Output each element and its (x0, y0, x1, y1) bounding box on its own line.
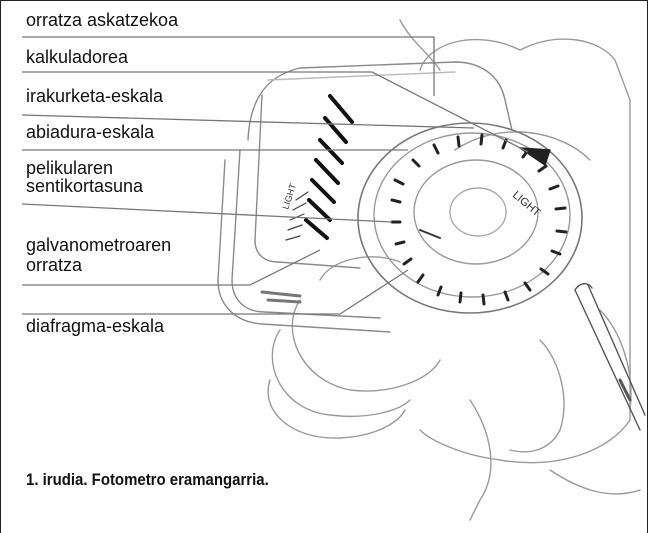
label-calculator: kalkuladorea (26, 48, 128, 66)
label-needle-release: orratza askatzekoa (26, 11, 178, 29)
calculator-dial (358, 123, 582, 313)
hand-drawing (268, 20, 640, 520)
label-aperture-scale: diafragma-eskala (26, 317, 164, 335)
leader-film-sensitivity (22, 204, 392, 222)
label-galvanometer-needle-line1: galvanometroaren (26, 236, 171, 254)
label-speed-scale: abiadura-eskala (26, 123, 154, 141)
reading-scale-ticks (306, 96, 352, 238)
meter-body (218, 62, 512, 332)
meter-scale-light-text: LIGHT (280, 182, 298, 211)
label-film-sensitivity-line1: pelikularen (26, 159, 113, 177)
label-reading-scale: irakurketa-eskala (26, 87, 163, 105)
label-galvanometer-needle-line2: orratza (26, 256, 82, 274)
label-film-sensitivity-line2: sentikortasuna (26, 177, 143, 195)
figure-caption: 1. irudia. Fotometro eramangarria. (26, 470, 269, 490)
leader-aperture-scale (22, 270, 408, 314)
pen-drawing (575, 284, 645, 430)
